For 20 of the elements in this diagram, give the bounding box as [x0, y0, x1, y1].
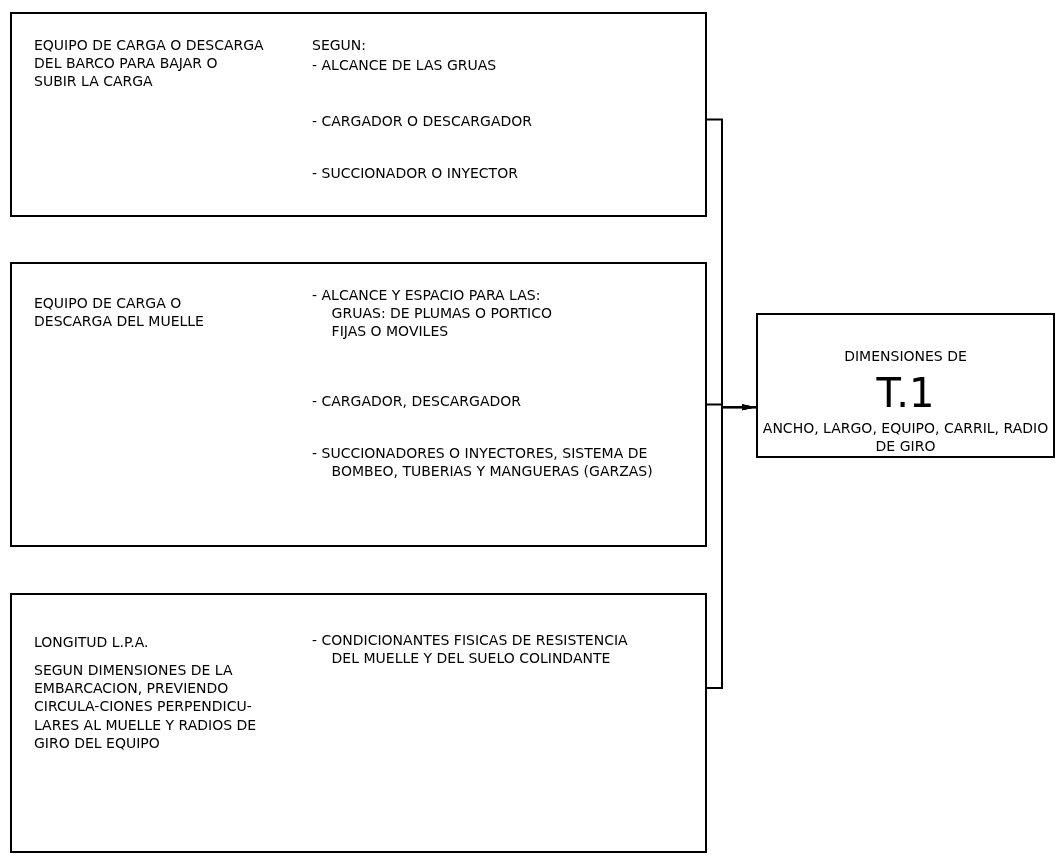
node-text: - ALCANCE DE LAS GRUAS	[312, 56, 498, 75]
node-text: EQUIPO DE CARGA O DESCARGA DEL BARCO PARA BAJAR O SUBIR LA CARGA	[34, 36, 264, 91]
node-text: ANCHO, LARGO, EQUIPO, CARRIL, RADIO DE GIRO	[761, 419, 1050, 456]
text-box	[10, 12, 707, 217]
node-text: SEGUN DIMENSIONES DE LA EMBARCACION, PREVIENDO CIRCULA-CIONES PERPENDICU-LARES AL MUELLE Y RADIOS DE GIRO DEL EQUIPO	[34, 661, 258, 752]
node-id: T.1	[875, 373, 936, 413]
node-text: - ALCANCE Y ESPACIO PARA LAS: GRUAS: DE PLUMAS O PORTICO FIJAS O MOVILES	[312, 286, 554, 341]
node-text: - CONDICIONANTES FISICAS DE RESISTENCIA DEL MUELLE Y DEL SUELO COLINDANTE	[312, 631, 629, 668]
text-box	[10, 593, 707, 853]
node-text: DIMENSIONES DE	[843, 347, 968, 366]
text-box	[756, 313, 1055, 458]
text-box	[10, 262, 707, 547]
node-text: EQUIPO DE CARGA O DESCARGA DEL MUELLE	[34, 294, 205, 331]
node-text: - CARGADOR O DESCARGADOR	[312, 112, 533, 131]
node-text: SEGUN:	[312, 36, 368, 55]
node-text: - CARGADOR, DESCARGADOR	[312, 392, 522, 411]
node-text: - SUCCIONADORES O INYECTORES, SISTEMA DE BOMBEO, TUBERIAS Y MANGUERAS (GARZAS)	[312, 444, 654, 481]
node-text: - SUCCIONADOR O INYECTOR	[312, 164, 519, 183]
connector-arrow	[706, 404, 757, 689]
node-text: LONGITUD L.P.A.	[34, 633, 150, 652]
